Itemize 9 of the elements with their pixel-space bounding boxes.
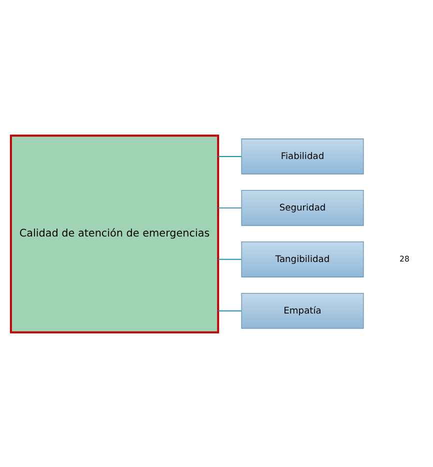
- connector: [218, 155, 242, 156]
- node-box: Empatía: [241, 292, 364, 328]
- node-box: Tangibilidad: [241, 241, 364, 277]
- connector: [218, 310, 242, 311]
- node-box: Seguridad: [241, 190, 364, 226]
- connector: [218, 258, 242, 260]
- node-box: Fiabilidad: [241, 138, 364, 174]
- connector: [218, 206, 242, 208]
- node-box: Calidad de atención de emergencias: [10, 134, 220, 333]
